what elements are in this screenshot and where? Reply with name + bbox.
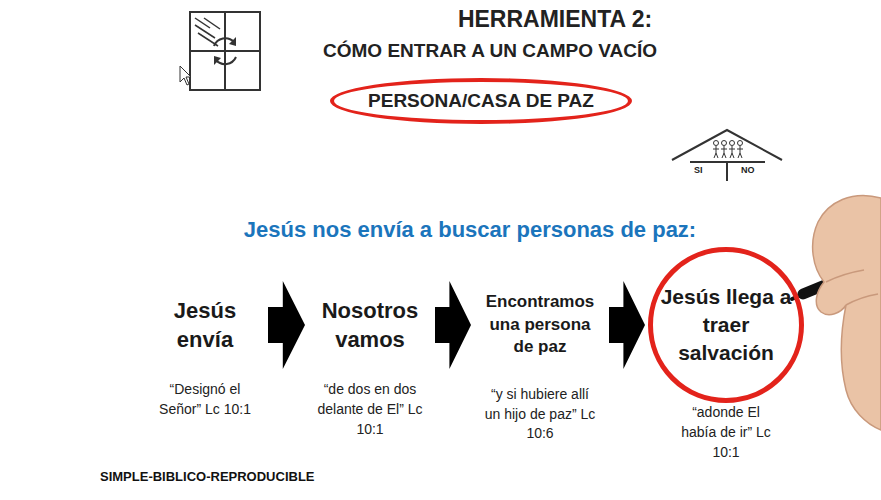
- scripture-quote: “adonde El había de ir” Lc 10:1: [674, 403, 778, 463]
- section-heading: Jesús nos envía a buscar personas de paz…: [244, 217, 696, 243]
- house-label: NO: [741, 165, 755, 175]
- scripture-quote: “de dos en dos delante de El” Lc 10:1: [310, 380, 430, 440]
- cursor-icon: [180, 66, 191, 85]
- subtitle: CÓMO ENTRAR A UN CAMPO VACÍO: [323, 40, 657, 62]
- title: HERRAMIENTA 2:: [458, 6, 652, 33]
- marker-tip: [792, 294, 803, 299]
- cycle-arrowhead: [214, 56, 221, 65]
- roof: [672, 130, 782, 160]
- house-icon: [672, 130, 782, 181]
- finger-line: [826, 270, 864, 282]
- finger-line: [846, 294, 878, 305]
- step-box: Encontramos una persona de paz “y si hubi…: [474, 291, 606, 444]
- ellipse-text: PERSONA/CASA DE PAZ: [368, 90, 594, 112]
- flow-arrow: [609, 281, 645, 369]
- hand-illustration: [792, 195, 881, 430]
- cycle-arrowhead: [229, 37, 236, 46]
- step-heading: Jesús llega a traer salvación: [660, 283, 792, 366]
- hand: [813, 195, 881, 430]
- step-box: Nosotros vamos “de dos en dos delante de …: [308, 296, 432, 440]
- footer-note: SIMPLE-BIBLICO-REPRODUCIBLE: [100, 469, 315, 484]
- ellipse-box: PERSONA/CASA DE PAZ: [330, 78, 632, 124]
- tool-icon: [190, 12, 260, 90]
- icon-divider: [190, 50, 260, 52]
- highlight-circle: Jesús llega a traer salvación: [648, 247, 804, 403]
- flow-arrow: [268, 281, 305, 369]
- step-heading: Jesús envía: [149, 296, 261, 354]
- house-label: SI: [694, 165, 703, 175]
- step-heading: Encontramos una persona de paz: [481, 291, 599, 358]
- icon-frame: [190, 12, 260, 90]
- family-figures: [713, 141, 743, 159]
- flow-arrow: [435, 281, 471, 369]
- step-heading: Nosotros vamos: [308, 296, 432, 354]
- step-box: Jesús envía “Designó el Señor” Lc 10:1: [145, 296, 265, 420]
- divider-line: [726, 162, 728, 181]
- scripture-quote: “Designó el Señor” Lc 10:1: [155, 380, 255, 420]
- scripture-quote: “y si hubiere allí un hijo de paz” Lc 10…: [484, 385, 596, 445]
- highlighted-step: Jesús llega a traer salvación “adonde El …: [648, 247, 804, 463]
